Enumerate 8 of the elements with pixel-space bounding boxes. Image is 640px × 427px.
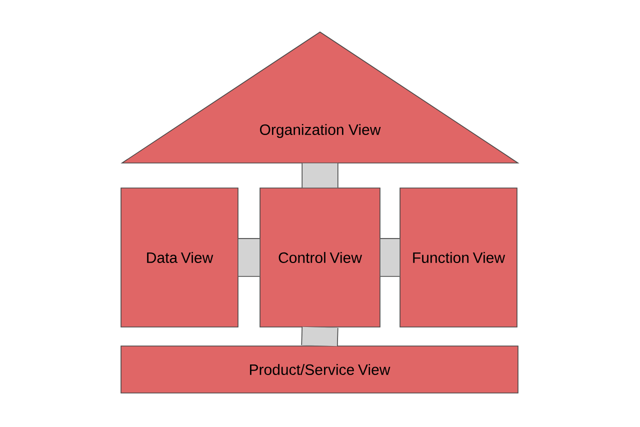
- connector-bar: [301, 326, 338, 346]
- view-box: Function View: [400, 188, 518, 328]
- connector-bar: [302, 163, 338, 188]
- connector-bar: [238, 238, 260, 277]
- view-box: Control View: [260, 188, 380, 328]
- base-bar: Product/Service View: [120, 346, 518, 394]
- connector-bar: [380, 238, 400, 277]
- view-box: Data View: [120, 188, 238, 328]
